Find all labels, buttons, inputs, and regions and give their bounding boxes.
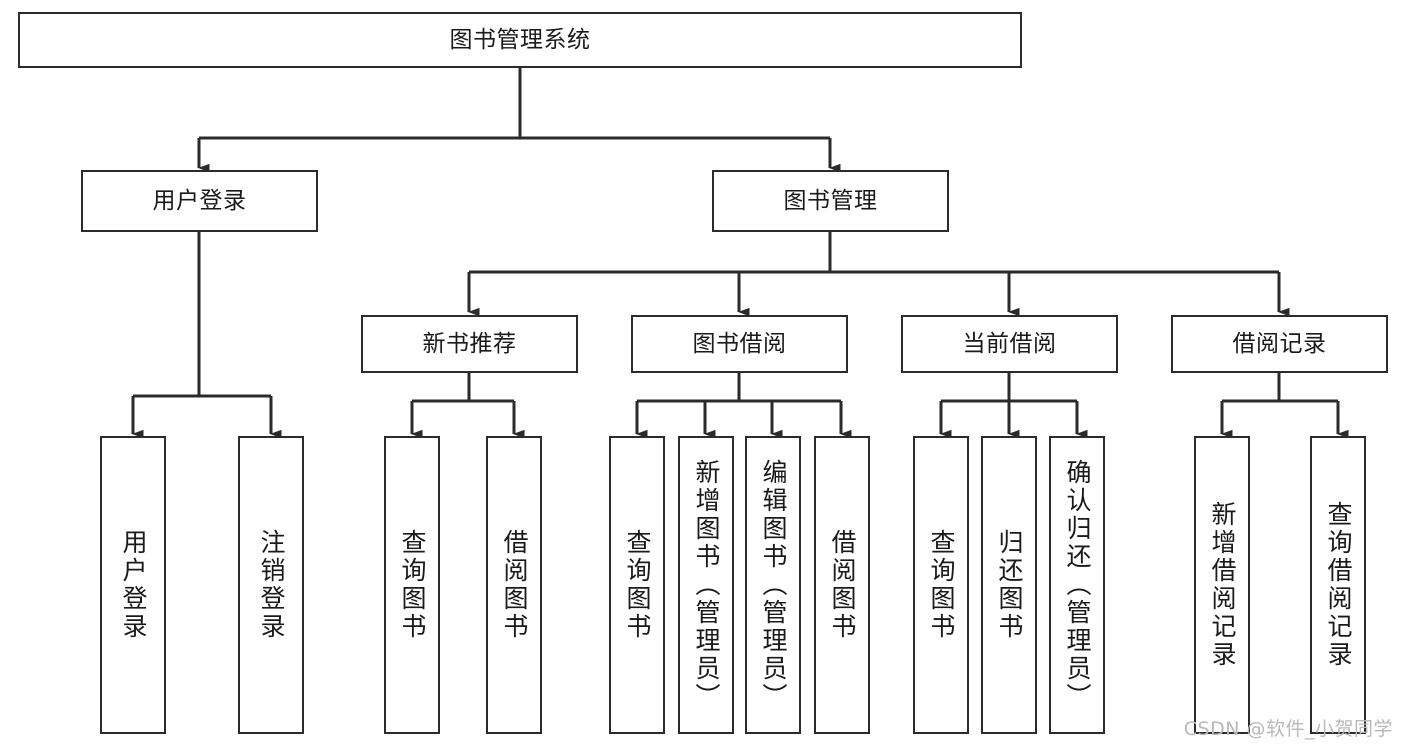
leaf-add-book-admin[interactable]: 新增图书（管理员） (678, 436, 734, 734)
node-label: 归还图书 (995, 529, 1024, 641)
node-label: 查询图书 (927, 529, 956, 641)
node-root-system[interactable]: 图书管理系统 (18, 12, 1022, 68)
leaf-query-book-current[interactable]: 查询图书 (913, 436, 969, 734)
node-label: 借阅图书 (500, 529, 529, 641)
level1-to-level2-connectors (197, 68, 841, 173)
node-label: 当前借阅 (962, 330, 1057, 357)
node-label: 注销登录 (257, 529, 286, 641)
node-label: 编辑图书（管理员） (759, 459, 788, 711)
current-borrow-to-leaf-connectors (939, 373, 1088, 439)
node-user-login[interactable]: 用户登录 (81, 170, 318, 232)
node-label: 借阅图书 (828, 529, 857, 641)
node-label: 图书管理系统 (449, 26, 591, 53)
leaf-edit-book-admin[interactable]: 编辑图书（管理员） (745, 436, 801, 734)
node-label: 新增借阅记录 (1208, 501, 1237, 669)
node-label: 借阅记录 (1232, 330, 1327, 357)
node-book-borrow[interactable]: 图书借阅 (631, 315, 848, 373)
leaf-query-book-recommend[interactable]: 查询图书 (384, 436, 440, 734)
book-borrow-to-leaf-connectors (635, 373, 852, 439)
node-new-book-recommend[interactable]: 新书推荐 (361, 315, 578, 373)
new-book-rec-to-leaf-connectors (410, 373, 525, 439)
node-label: 用户登录 (119, 529, 148, 641)
leaf-user-login[interactable]: 用户登录 (100, 436, 166, 734)
node-label: 查询借阅记录 (1324, 501, 1353, 669)
node-label: 确认归还（管理员） (1063, 459, 1092, 711)
node-label: 图书管理 (783, 187, 878, 214)
leaf-add-borrow-record[interactable]: 新增借阅记录 (1194, 436, 1250, 734)
leaf-borrow-book-recommend[interactable]: 借阅图书 (486, 436, 542, 734)
book-manage-to-level3-connectors (467, 232, 1290, 317)
leaf-logout[interactable]: 注销登录 (238, 436, 304, 734)
node-label: 图书借阅 (692, 330, 787, 357)
leaf-query-book-borrow[interactable]: 查询图书 (609, 436, 665, 734)
node-label: 新书推荐 (422, 330, 517, 357)
borrow-record-to-leaf-connectors (1220, 373, 1349, 439)
leaf-confirm-return-admin[interactable]: 确认归还（管理员） (1049, 436, 1105, 734)
node-label: 查询图书 (623, 529, 652, 641)
node-book-manage[interactable]: 图书管理 (712, 170, 949, 232)
user-login-to-leaf-connectors (131, 232, 282, 439)
node-label: 查询图书 (398, 529, 427, 641)
leaf-return-book[interactable]: 归还图书 (981, 436, 1037, 734)
node-current-borrow[interactable]: 当前借阅 (901, 315, 1118, 373)
node-borrow-record[interactable]: 借阅记录 (1171, 315, 1388, 373)
node-label: 新增图书（管理员） (692, 459, 721, 711)
node-label: 用户登录 (152, 187, 247, 214)
leaf-query-borrow-record[interactable]: 查询借阅记录 (1310, 436, 1366, 734)
leaf-borrow-book[interactable]: 借阅图书 (814, 436, 870, 734)
